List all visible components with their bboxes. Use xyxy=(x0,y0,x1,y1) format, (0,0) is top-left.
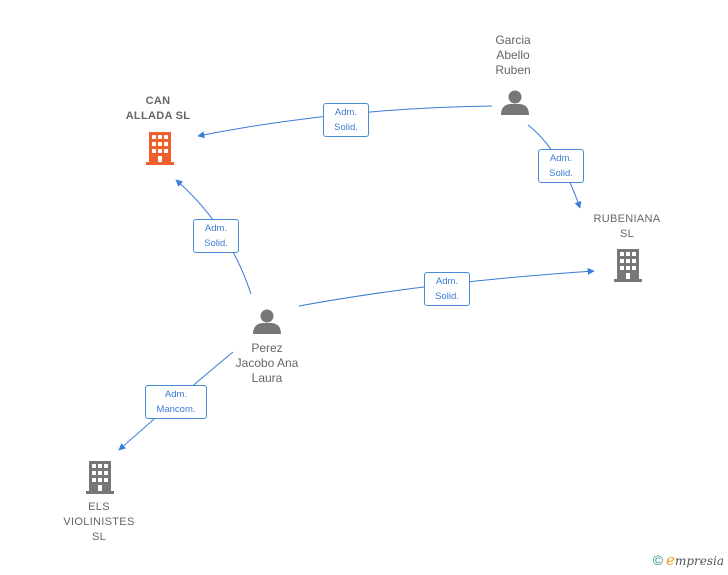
node-rubeniana-label[interactable]: RUBENIANA SL xyxy=(593,213,661,240)
node-can-allada-label[interactable]: CAN ALLADA SL xyxy=(125,95,191,122)
building-icon xyxy=(86,461,114,494)
building-icon xyxy=(146,132,174,165)
copyright-icon: © xyxy=(652,552,664,568)
node-perez-label[interactable]: Perez Jacobo Ana Laura xyxy=(235,341,299,385)
person-icon xyxy=(501,90,529,115)
person-icon xyxy=(253,309,281,334)
edge-label-perez-els-violinistes: Adm. Mancom. xyxy=(145,385,207,419)
node-garcia-label[interactable]: Garcia Abello Ruben xyxy=(495,33,531,77)
edge-label-perez-can-allada: Adm. Solid. xyxy=(193,219,239,253)
edge-label-garcia-rubeniana: Adm. Solid. xyxy=(538,149,584,183)
edge-label-perez-rubeniana: Adm. Solid. xyxy=(424,272,470,306)
brand-initial: e xyxy=(666,551,675,569)
footer-brand[interactable]: ©empresia xyxy=(653,551,724,569)
node-els-violinistes-label[interactable]: ELS VIOLINISTES SL xyxy=(63,501,135,543)
building-icon xyxy=(614,249,642,282)
brand-name: mpresia xyxy=(674,554,724,568)
edge-label-garcia-can-allada: Adm. Solid. xyxy=(323,103,369,137)
